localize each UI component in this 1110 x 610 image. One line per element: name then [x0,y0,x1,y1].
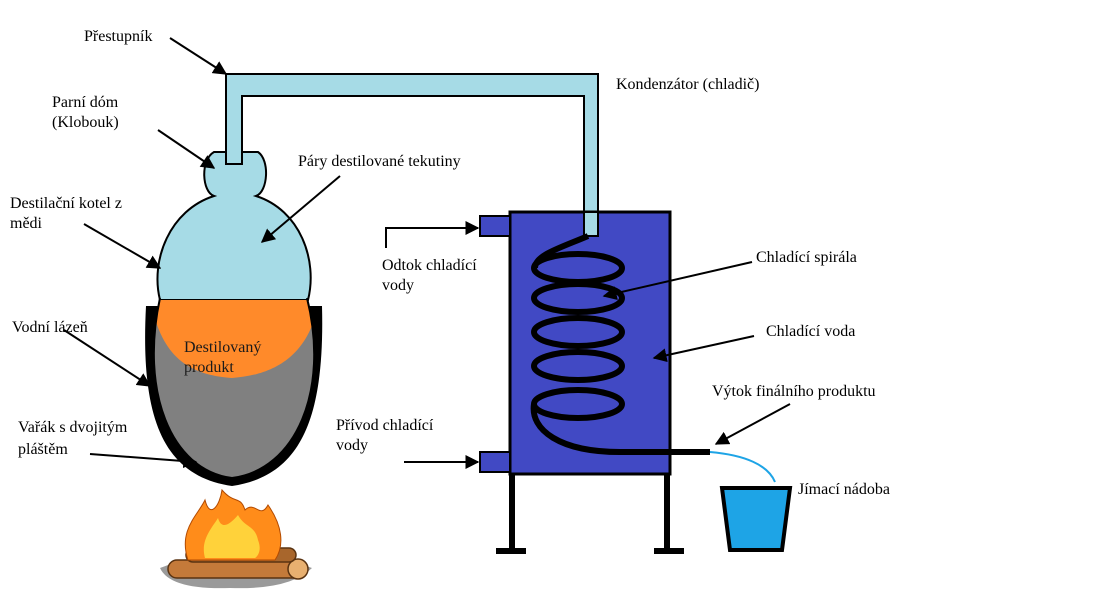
label-voda: Chladící voda [766,323,855,340]
label-privod-2: vody [336,437,368,454]
label-kotel-1: Destilační kotel z [10,195,122,212]
label-lazen: Vodní lázeň [12,319,88,336]
transfer-pipe [225,73,599,237]
label-parni-dom-1: Parní dóm [52,94,119,111]
liquid [153,300,315,478]
label-kotel-2: mědi [10,215,43,232]
label-odtok-1: Odtok chladící [382,257,477,274]
inlet-water-port [479,451,511,473]
label-vytok: Výtok finálního produktu [712,383,876,400]
label-kondenzator: Kondenzátor (chladič) [616,76,759,93]
condenser-leg-right [664,474,670,552]
label-nadoba: Jímací nádoba [798,481,890,498]
label-odtok-2: vody [382,277,414,294]
label-prestupnik: Přestupník [84,28,152,45]
label-privod-1: Přívod chladící [336,417,434,434]
label-parni-dom-2: (Klobouk) [52,114,119,131]
collection-vessel [719,486,793,552]
still-pot [156,151,312,301]
label-varak-1: Vařák s dvojitým [18,419,128,436]
cooling-coil [530,233,710,455]
condenser-leg-left [509,474,515,552]
label-pary: Páry destilované tekutiny [298,153,461,170]
label-varak-2: pláštěm [18,441,68,458]
outlet-water-port [479,215,511,237]
label-produkt-1: Destilovaný [184,339,261,356]
fire-icon [160,488,312,589]
label-produkt-2: produkt [184,359,234,376]
label-spirala: Chladící spirála [756,249,857,266]
